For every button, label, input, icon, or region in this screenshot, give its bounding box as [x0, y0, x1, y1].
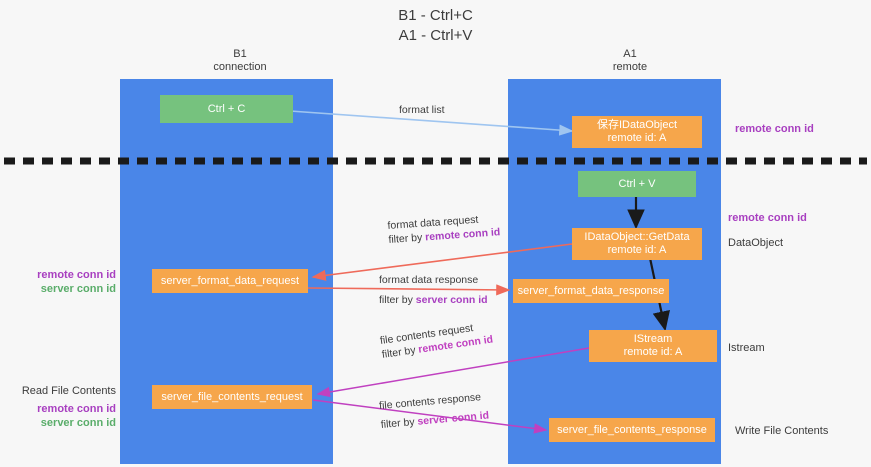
edge-label-format-list-text: format list: [399, 104, 445, 116]
column-header-b1-role: connection: [213, 61, 267, 73]
edge-label-file-contents-request-filter-prefix: filter by: [381, 343, 420, 361]
label-left-server-conn-id: server conn id: [40, 283, 116, 295]
label-left-remote-conn-id: remote conn id: [37, 269, 116, 281]
edge-label-file-contents-response-filter-key: server conn id: [416, 409, 490, 428]
node-idataobject-getdata-line1: IDataObject::GetData: [584, 231, 690, 243]
edge-label-format-data-response-main: format data response: [379, 274, 479, 286]
node-save-idataobject-line2: remote id: A: [607, 132, 667, 144]
node-server-format-data-response-label: server_format_data_response: [517, 284, 665, 297]
node-save-idataobject-line1: 保存IDataObject: [596, 119, 678, 131]
edge-label-format-data-request-filter-key: remote conn id: [424, 226, 501, 244]
label-left-server-conn-id-2: server conn id: [40, 417, 116, 429]
edge-label-file-contents-response: file contents response filter by server …: [379, 390, 490, 432]
node-istream[interactable]: IStream remote id: A: [589, 330, 717, 362]
edge-label-format-data-request: format data request filter by remote con…: [387, 211, 501, 247]
label-remote-conn-id-mid-text: remote conn id: [728, 212, 807, 224]
label-remote-conn-id-top-text: remote conn id: [735, 123, 814, 135]
label-remote-conn-id-top: remote conn id: [735, 122, 814, 136]
node-server-format-data-request[interactable]: server_format_data_request: [152, 269, 308, 293]
node-idataobject-getdata[interactable]: IDataObject::GetData remote id: A: [572, 228, 702, 260]
label-read-file-contents-text: Read File Contents: [21, 385, 116, 397]
label-remote-conn-id-mid: remote conn id: [728, 211, 807, 225]
node-ctrl-c-label: Ctrl + C: [207, 102, 246, 115]
node-ctrl-v-label: Ctrl + V: [618, 177, 656, 190]
node-ctrl-c[interactable]: Ctrl + C: [160, 95, 293, 123]
node-server-format-data-request-label: server_format_data_request: [160, 274, 300, 287]
column-header-a1-name: A1: [623, 48, 637, 60]
column-header-b1-name: B1: [233, 48, 247, 60]
diagram-title: B1 - Ctrl+C A1 - Ctrl+V: [0, 6, 871, 46]
label-left-conn-ids-bottom: remote conn id server conn id: [20, 402, 116, 430]
label-read-file-contents: Read File Contents: [14, 384, 116, 398]
label-write-file-contents: Write File Contents: [735, 424, 828, 438]
edge-label-format-data-request-filter-prefix: filter by: [388, 231, 426, 246]
node-save-idataobject[interactable]: 保存IDataObject remote id: A: [572, 116, 702, 148]
edge-label-format-data-response-filter-key: server conn id: [415, 294, 488, 306]
node-server-file-contents-request[interactable]: server_file_contents_request: [152, 385, 312, 409]
edge-label-format-data-response-filter: filter by server conn id: [379, 293, 488, 307]
node-server-file-contents-request-label: server_file_contents_request: [161, 390, 303, 403]
node-istream-line2: remote id: A: [623, 346, 683, 358]
label-dataobject: DataObject: [728, 236, 783, 250]
title-line-1: B1 - Ctrl+C: [398, 7, 473, 24]
column-header-b1: B1 connection: [155, 48, 325, 74]
edge-label-format-data-response: format data response filter by server co…: [379, 273, 488, 307]
edge-label-format-data-response-filter-prefix: filter by: [379, 294, 416, 306]
label-istream-text: Istream: [728, 342, 765, 354]
label-left-conn-ids-top: remote conn id server conn id: [20, 268, 116, 296]
node-ctrl-v[interactable]: Ctrl + V: [578, 171, 696, 197]
edge-label-format-list: format list: [399, 103, 445, 117]
column-header-a1: A1 remote: [540, 48, 720, 74]
node-server-file-contents-response-label: server_file_contents_response: [557, 423, 707, 436]
label-dataobject-text: DataObject: [728, 237, 784, 249]
label-istream: Istream: [728, 341, 765, 355]
edge-label-file-contents-response-filter-prefix: filter by: [380, 415, 418, 431]
column-header-a1-role: remote: [612, 61, 648, 73]
label-write-file-contents-text: Write File Contents: [735, 425, 829, 437]
label-left-remote-conn-id-2: remote conn id: [37, 403, 116, 415]
edge-label-file-contents-request: file contents request filter by remote c…: [379, 319, 494, 362]
edge-label-file-contents-response-filter: filter by server conn id: [380, 409, 489, 432]
node-istream-line1: IStream: [633, 333, 673, 345]
node-server-format-data-response[interactable]: server_format_data_response: [513, 279, 669, 303]
node-server-file-contents-response[interactable]: server_file_contents_response: [549, 418, 715, 442]
node-idataobject-getdata-line2: remote id: A: [607, 244, 667, 256]
title-line-2: A1 - Ctrl+V: [398, 27, 473, 44]
